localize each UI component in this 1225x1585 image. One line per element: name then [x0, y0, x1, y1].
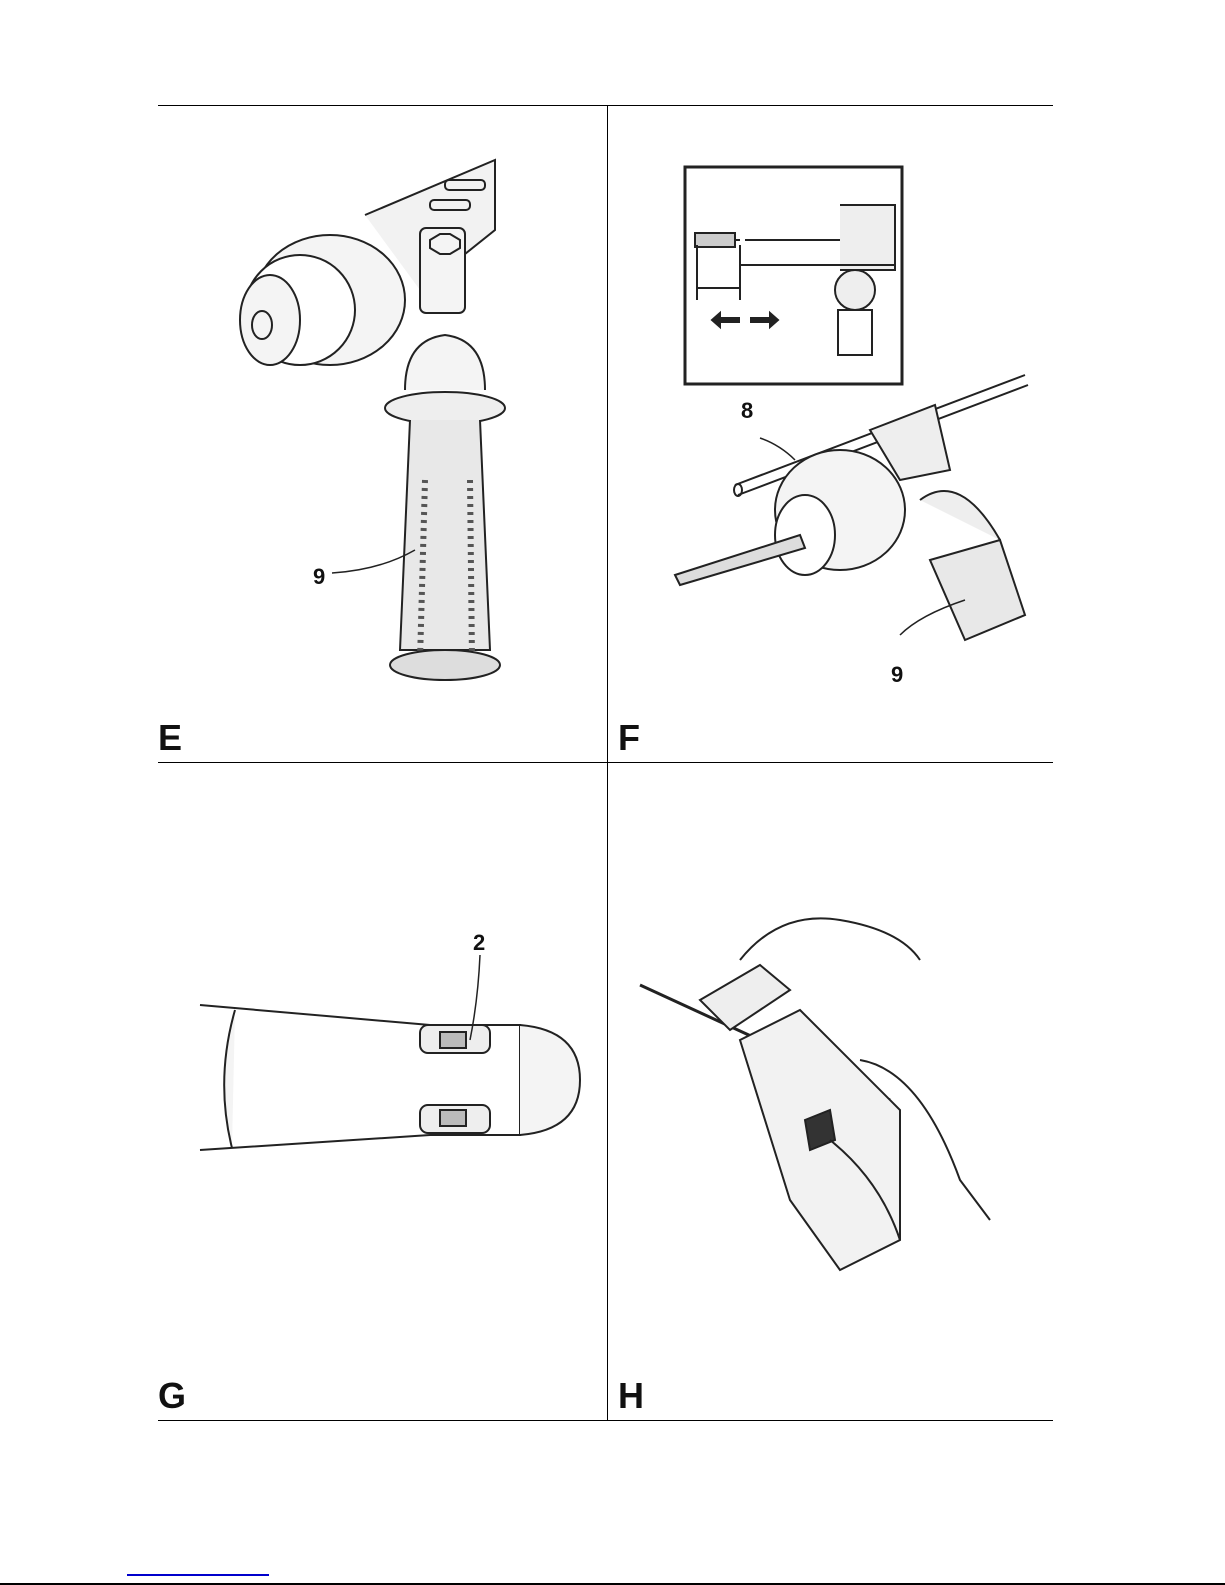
figure-f-depth-stop [673, 165, 1029, 642]
callout-8-f: 8 [741, 398, 754, 423]
panel-label-g: G [158, 1375, 187, 1416]
panel-label-e: E [158, 717, 183, 758]
top-rule [158, 105, 1053, 106]
center-divider [607, 105, 608, 1420]
panel-label-h: H [618, 1375, 644, 1416]
callout-9-f: 9 [891, 662, 904, 687]
figure-g-direction-switch [199, 954, 582, 1151]
callout-9-e: 9 [313, 564, 326, 589]
figure-h-hands-holding-drill [639, 917, 991, 1272]
panel-label-f: F [618, 717, 640, 758]
middle-rule [158, 762, 1053, 763]
callout-2-g: 2 [473, 930, 486, 955]
bottom-rule [158, 1420, 1053, 1421]
page-bottom-border [0, 1583, 1225, 1585]
link-underline[interactable] [127, 1574, 269, 1576]
figure-e-side-handle [239, 158, 506, 681]
